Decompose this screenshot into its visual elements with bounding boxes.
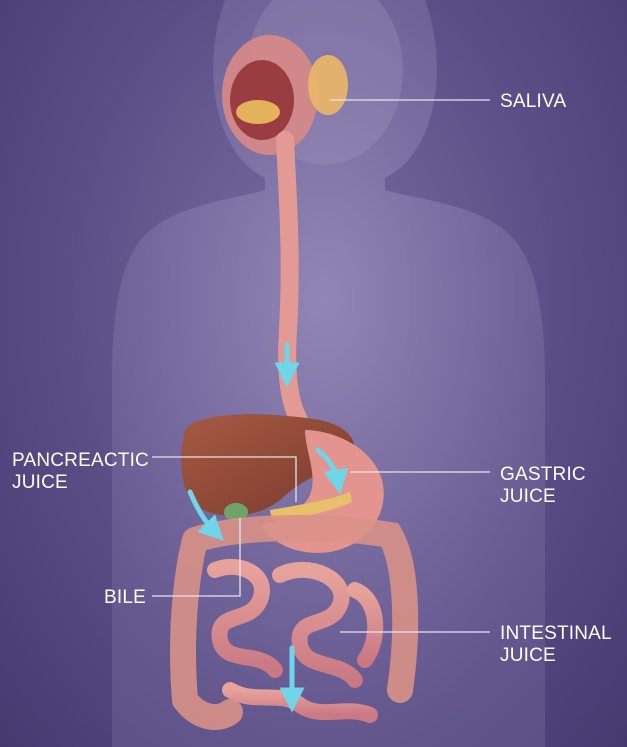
bile-leader (152, 518, 241, 597)
pancreas (270, 492, 352, 520)
saliva-label-line-1: SALIVA (500, 91, 567, 112)
gastric-label-line-1: GASTRIC (500, 464, 586, 485)
leader-lines (152, 99, 490, 633)
pancreatic-label-line-2: JUICE (12, 472, 68, 493)
gallbladder (224, 503, 248, 521)
gastric-label-line-2: JUICE (500, 486, 556, 507)
stomach-arrow (315, 447, 349, 495)
pancreatic-leader (152, 456, 297, 502)
pancreatic-label-line-1: PANCREACTIC (12, 450, 149, 471)
salivary-gland (308, 55, 348, 115)
flow-arrows (187, 342, 349, 713)
intestinal-label-line-2: JUICE (500, 645, 556, 666)
pancreatic-juice-label: PANCREACTIC JUICE (12, 450, 149, 494)
intestinal-label-line-1: INTESTINAL (500, 623, 612, 644)
esophagus (276, 131, 314, 439)
bile-arrow (187, 489, 224, 541)
gastric-juice-label: GASTRIC JUICE (500, 464, 586, 508)
saliva-label: SALIVA (500, 91, 566, 113)
mouth-cavity (222, 35, 318, 155)
intestinal-juice-label: INTESTINAL JUICE (500, 623, 612, 667)
bile-label-line-1: BILE (104, 587, 146, 608)
bile-label: BILE (104, 587, 146, 609)
large-intestine (170, 515, 419, 730)
